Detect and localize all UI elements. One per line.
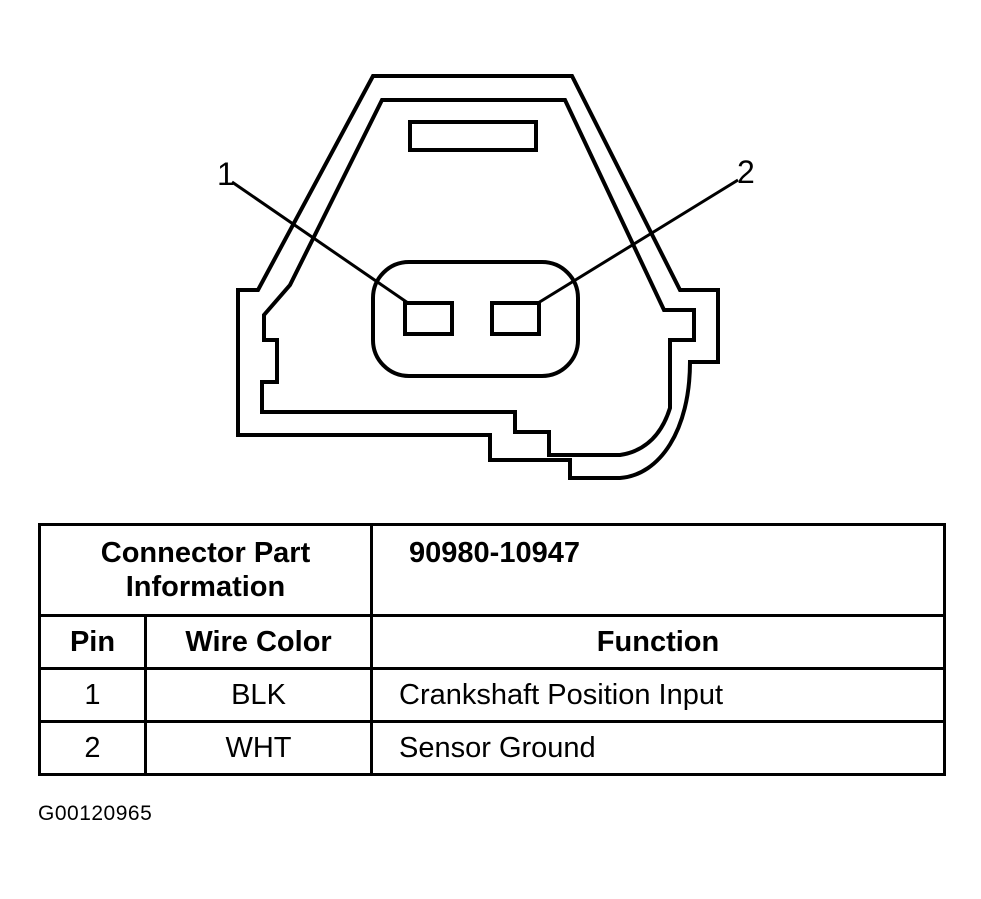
- function-column-header: Function: [370, 614, 947, 670]
- connector-pin-table: Connector Part Information 90980-10947 P…: [37, 523, 947, 776]
- pin-1-label: 1: [217, 156, 235, 192]
- pin-column-header: Pin: [38, 614, 147, 670]
- connector-part-label-line2: Information: [125, 571, 286, 603]
- pin-2-leader-line: [537, 178, 739, 305]
- connector-part-label-line1: Connector Part: [100, 537, 311, 569]
- table-row: 1 BLK Crankshaft Position Input: [38, 667, 947, 723]
- pin-1-leader-line: [231, 180, 409, 305]
- table-header-row: Pin Wire Color Function: [38, 614, 947, 670]
- connector-info-row: Connector Part Information 90980-10947: [37, 523, 947, 617]
- pin-1-terminal: [403, 301, 454, 336]
- table-row: 2 WHT Sensor Ground: [38, 720, 947, 776]
- wire-color-column-header: Wire Color: [143, 614, 374, 670]
- terminal-cavity: [371, 260, 580, 378]
- pin-cell: 2: [38, 720, 147, 776]
- connector-diagram: 1 2: [217, 74, 755, 480]
- function-cell: Crankshaft Position Input: [370, 667, 947, 723]
- part-number-text: 90980-10947: [409, 537, 580, 569]
- locking-tab-slot: [408, 120, 538, 152]
- connector-part-label: Connector Part Information: [37, 523, 374, 617]
- connector-part-number: 90980-10947: [370, 523, 947, 617]
- pin-2-label: 2: [737, 154, 755, 190]
- pin-cell: 1: [38, 667, 147, 723]
- wire-color-cell: BLK: [143, 667, 374, 723]
- wire-color-cell: WHT: [143, 720, 374, 776]
- pin-2-terminal: [490, 301, 541, 336]
- figure-id: G00120965: [38, 802, 153, 825]
- connector-housing-outer: [236, 74, 720, 480]
- connector-housing-inner: [260, 98, 696, 457]
- function-cell: Sensor Ground: [370, 720, 947, 776]
